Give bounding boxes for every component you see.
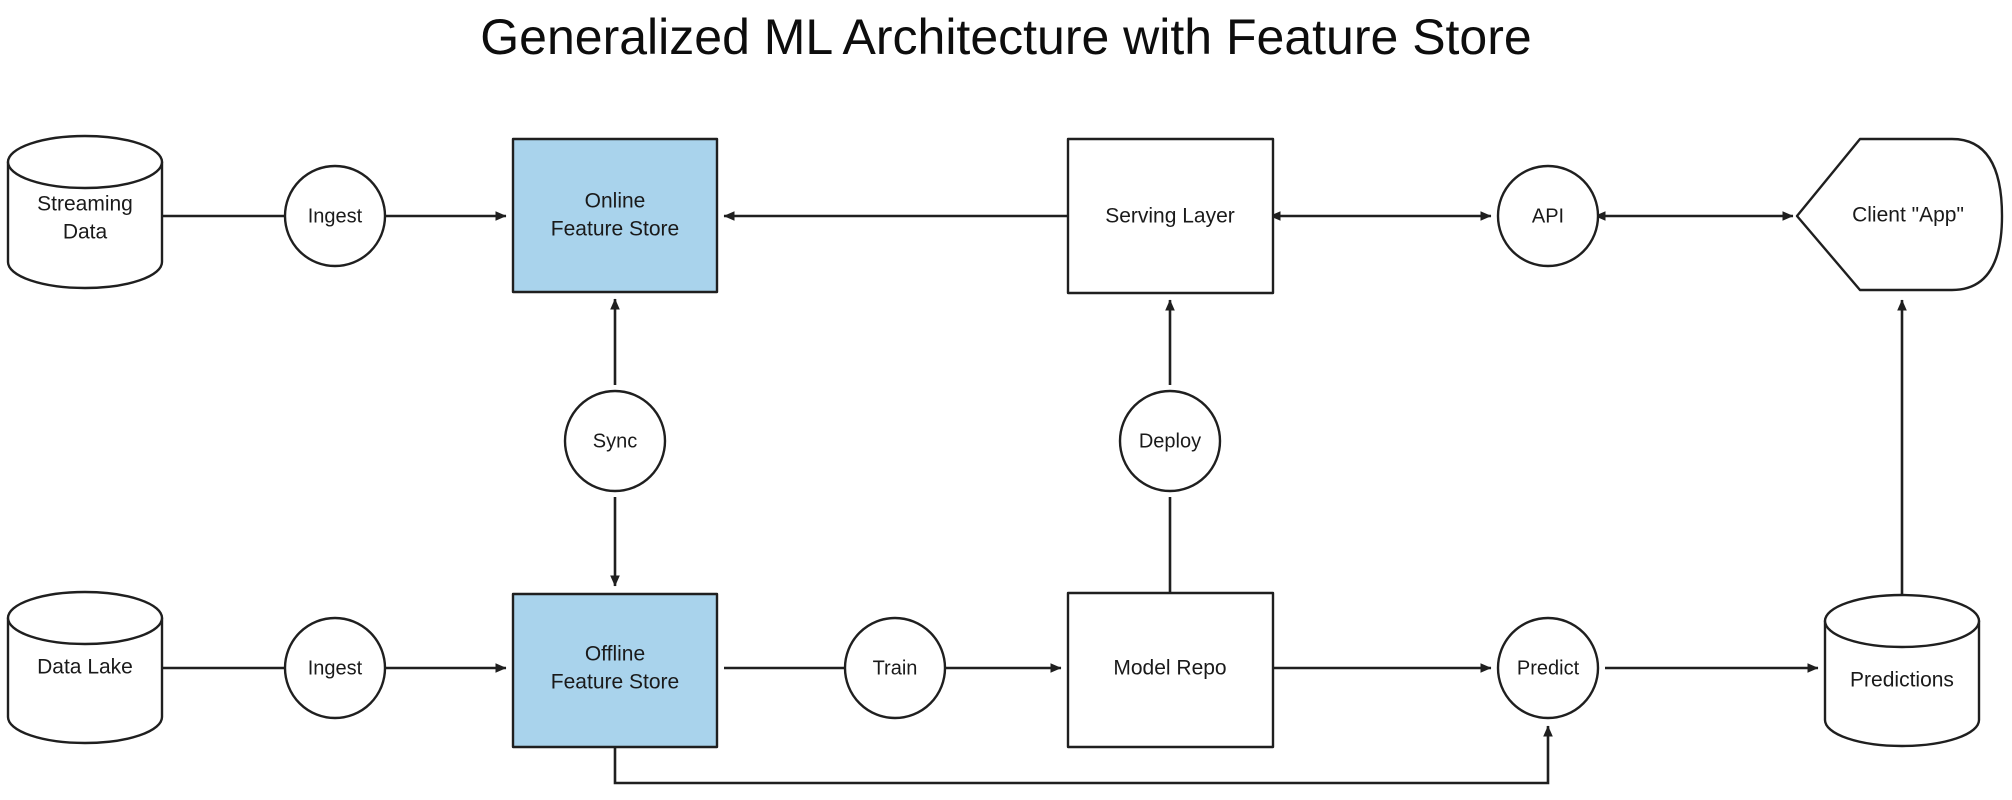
- node-ingest-top[interactable]: Ingest: [283, 164, 387, 268]
- node-ingest-bottom[interactable]: Ingest: [283, 616, 387, 720]
- node-label-online-store-line1: Online: [585, 190, 646, 213]
- node-label-sync: Sync: [593, 430, 637, 452]
- node-label-predict: Predict: [1517, 657, 1580, 679]
- node-deploy[interactable]: Deploy: [1118, 389, 1222, 493]
- node-label-model-repo: Model Repo: [1113, 657, 1226, 680]
- node-label-offline-store-line1: Offline: [585, 643, 645, 666]
- node-label-offline-store-line2: Feature Store: [551, 671, 679, 694]
- node-label-online-store-line2: Feature Store: [551, 218, 679, 241]
- node-serving-layer[interactable]: Serving Layer: [1066, 137, 1275, 295]
- node-label-deploy: Deploy: [1139, 430, 1201, 452]
- node-label-streaming-data-line1: Streaming: [37, 193, 133, 216]
- node-online-feature-store[interactable]: Online Feature Store: [511, 137, 719, 294]
- node-label-ingest-top: Ingest: [308, 205, 363, 227]
- node-label-ingest-bottom: Ingest: [308, 657, 363, 679]
- node-data-lake[interactable]: Data Lake: [6, 590, 164, 745]
- node-label-data-lake: Data Lake: [37, 656, 133, 679]
- node-client-app[interactable]: Client "App": [1795, 137, 2004, 292]
- node-api[interactable]: API: [1496, 164, 1600, 268]
- node-model-repo[interactable]: Model Repo: [1066, 591, 1275, 749]
- node-label-serving-layer: Serving Layer: [1105, 205, 1235, 228]
- node-train[interactable]: Train: [843, 616, 947, 720]
- node-offline-feature-store[interactable]: Offline Feature Store: [511, 592, 719, 749]
- node-predict[interactable]: Predict: [1496, 616, 1600, 720]
- node-label-api: API: [1532, 205, 1564, 227]
- node-label-predictions: Predictions: [1850, 669, 1954, 692]
- node-streaming-data[interactable]: Streaming Data: [6, 134, 164, 290]
- node-sync[interactable]: Sync: [563, 389, 667, 493]
- node-predictions[interactable]: Predictions: [1823, 593, 1981, 748]
- node-label-client-app: Client "App": [1852, 204, 1964, 227]
- page-title: Generalized ML Architecture with Feature…: [480, 9, 1532, 65]
- node-label-train: Train: [873, 657, 918, 679]
- edge-offline-store-to-predict-feedback: [613, 725, 1553, 785]
- node-label-streaming-data-line2: Data: [63, 221, 108, 244]
